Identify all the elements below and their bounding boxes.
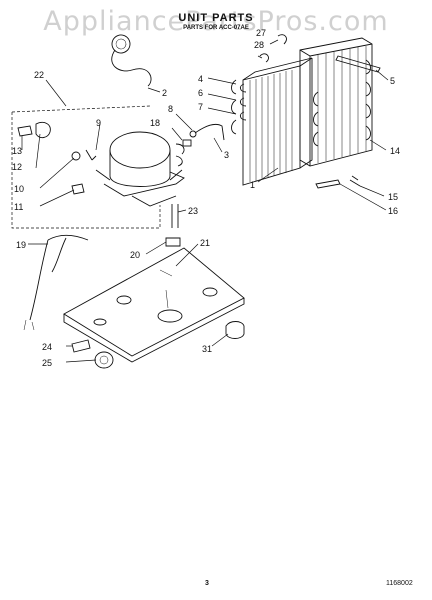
grommet-part [165,204,181,247]
callout-14: 14 [390,146,400,156]
bushing-part [71,339,91,353]
callout-16: 16 [388,206,398,216]
clip-27-part [259,53,269,63]
capillary-tube-part [111,34,152,87]
callout-27: 28 [254,40,264,50]
callout-3: 3 [224,150,229,160]
group-25-outline [11,105,161,229]
compressor-part [95,131,192,207]
callout-11: 11 [14,202,23,212]
callout-13: 13 [12,146,22,156]
callout-6: 6 [198,88,203,98]
callout-9: 9 [96,118,101,128]
callout-10: 10 [14,184,24,194]
screw-part [349,175,361,187]
callout-12: 12 [12,162,22,172]
callout-20: 20 [130,250,140,260]
page-number: 3 [205,580,209,587]
callout-4: 4 [198,74,203,84]
callout-15: 15 [388,192,398,202]
callout-5: 5 [390,76,395,86]
callout-28: 27 [256,28,266,38]
callout-25: 22 [34,70,44,80]
callout-24: 24 [42,342,52,352]
clip-28-part [277,34,287,45]
leader-lines [21,39,389,363]
clip-7-part [239,111,247,121]
document-number: 1168002 [386,580,413,587]
base-pan-part [63,247,245,363]
callout-19: 19 [16,240,26,250]
wire-harness-part [29,234,89,321]
callout-23: 23 [188,206,198,216]
callout-18: 18 [150,118,160,128]
callout-labels: 22 2 3 4 5 6 7 8 9 18 13 12 14 1 10 15 1… [12,28,400,368]
wire-harness-ends [23,319,35,331]
callout-1: 1 [250,180,255,190]
wheel-part [94,351,114,369]
condenser-coil-part [231,57,313,186]
watermark: AppliancePartsPros.com [43,6,389,37]
tube-fitting-part [189,123,225,141]
diagram-subtitle: PARTS FOR ACC-07AE [183,25,249,31]
callout-8: 8 [168,104,173,114]
clip-4-part [239,83,247,93]
diagram-title: UNIT PARTS [178,12,254,24]
callout-2: 2 [162,88,167,98]
callout-21: 21 [200,238,210,248]
seal-strip-part [315,179,341,189]
overload-protector-part [17,121,97,195]
evaporator-coil-part [299,37,373,167]
callout-31: 31 [202,344,212,354]
callout-7: 7 [198,102,203,112]
clip-6-part [239,97,247,107]
callout-22: 25 [42,358,52,368]
